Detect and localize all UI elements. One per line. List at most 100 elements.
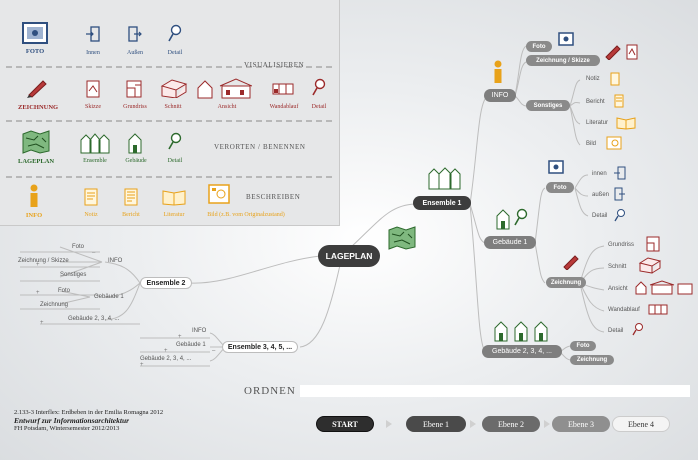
- step-ebene-2-button[interactable]: Ebene 2: [482, 416, 540, 432]
- leaf-e2-info[interactable]: INFO: [108, 258, 123, 264]
- legend-separator: [6, 176, 332, 178]
- leaf-e2-sonstiges[interactable]: Sonstiges: [60, 272, 87, 278]
- node-info-zeichnung-skizze[interactable]: Zeichnung / Skizze: [526, 55, 600, 66]
- section-cube-icon: [160, 79, 188, 98]
- step-ebene-1-button[interactable]: Ebene 1: [406, 416, 466, 432]
- node-ensemble-1[interactable]: Ensemble 1: [413, 196, 471, 210]
- open-book-icon: [616, 117, 636, 130]
- leaf-zeichnung-detail[interactable]: Detail: [608, 328, 624, 334]
- leaf-wandablauf[interactable]: Wandablauf: [608, 307, 640, 313]
- legend-verorten-heading: VERORTEN / BENENNEN: [214, 143, 306, 151]
- sketch-sheet-icon: [626, 44, 638, 60]
- credit-school: FH Potsdam, Wintersemester 2012/2013: [14, 425, 120, 432]
- magnifier-icon: [632, 323, 643, 336]
- node-ensemble-2[interactable]: Ensemble 2: [140, 277, 192, 289]
- node-gebaeude-2-3-4[interactable]: Gebäude 2, 3, 4, ...: [482, 345, 562, 358]
- floorplan-icon: [126, 80, 142, 98]
- step-ebene-3-button[interactable]: Ebene 3: [552, 416, 610, 432]
- photo-frame-icon: [22, 22, 48, 44]
- legend-ansicht-label: Ansicht: [217, 104, 237, 110]
- leaf-e2-zeichnung-skizze[interactable]: Zeichnung / Skizze: [18, 258, 69, 264]
- legend-literatur-label: Literatur: [163, 212, 185, 218]
- node-gebaeude-zeichnung[interactable]: Zeichnung: [546, 277, 586, 288]
- site-map-icon: [22, 130, 50, 154]
- enter-door-icon: [614, 166, 626, 180]
- node-gebaeude234-zeichnung[interactable]: Zeichnung: [570, 355, 614, 365]
- node-gebaeude-foto[interactable]: Foto: [546, 182, 574, 193]
- elevation-icon: [635, 280, 693, 295]
- node-info[interactable]: INFO: [484, 89, 516, 102]
- node-gebaeude234-foto[interactable]: Foto: [570, 341, 596, 351]
- credit-course: 2.133-3 Interflex: Erdbeben in der Emili…: [14, 409, 164, 416]
- photo-frame-icon: [548, 160, 564, 174]
- leaf-ansicht[interactable]: Ansicht: [608, 286, 628, 292]
- credit-title: Entwurf zur Informationsarchitektur: [14, 416, 130, 425]
- building-icon: [496, 209, 510, 230]
- leaf-aussen[interactable]: außen: [592, 192, 610, 198]
- leaf-e2-foto2[interactable]: Foto: [58, 288, 71, 294]
- magnifier-icon: [312, 78, 326, 96]
- leaf-grundriss[interactable]: Grundriss: [608, 242, 635, 248]
- legend-lageplan-label: LAGEPLAN: [18, 158, 55, 165]
- step-start-button[interactable]: START: [316, 416, 374, 432]
- legend-skizze-label: Skizze: [85, 104, 101, 110]
- leaf-e2-gebaeude234[interactable]: Gebäude 2, 3, 4, ...: [68, 316, 120, 322]
- legend-foto-label: FOTO: [25, 48, 45, 55]
- legend-beschreiben-heading: BESCHREIBEN: [246, 193, 301, 201]
- wall-unfold-icon: [272, 83, 294, 95]
- credits-block: 2.133-3 Interflex: Erdbeben in der Emili…: [14, 409, 163, 433]
- leaf-gebaeude-detail[interactable]: Detail: [592, 213, 608, 219]
- leaf-innen[interactable]: innen: [592, 171, 607, 177]
- leaf-e3-info[interactable]: INFO: [192, 328, 207, 334]
- leaf-e3-gebaeude1[interactable]: Gebäude 1: [176, 342, 206, 348]
- node-info-sonstiges[interactable]: Sonstiges: [526, 100, 570, 111]
- step-ebene-4-button[interactable]: Ebene 4: [612, 416, 670, 432]
- site-map-icon: [388, 226, 416, 250]
- center-node-lageplan[interactable]: LAGEPLAN: [318, 245, 380, 267]
- leaf-e2-zeichnung[interactable]: Zeichnung: [40, 302, 69, 308]
- leaf-notiz[interactable]: Notiz: [586, 76, 600, 82]
- legend-separator: [6, 66, 332, 68]
- node-ensemble-3-4-5[interactable]: Ensemble 3, 4, 5, ...: [222, 341, 298, 353]
- legend-detail1-label: Detail: [167, 50, 183, 56]
- leaf-bild[interactable]: Bild: [586, 141, 597, 147]
- legend-detail3-label: Detail: [167, 158, 183, 164]
- magnifier-icon: [168, 24, 182, 42]
- node-info-foto[interactable]: Foto: [526, 41, 552, 52]
- picture-icon: [208, 184, 230, 204]
- legend-wandablauf-label: Wandablauf: [269, 104, 299, 110]
- leaf-e3-gebaeude234[interactable]: Gebäude 2, 3, 4, ...: [140, 356, 192, 362]
- report-icon: [124, 188, 138, 206]
- enter-door-icon: [86, 26, 100, 42]
- legend-aussen-label: Außen: [127, 50, 143, 56]
- magnifier-icon: [514, 208, 528, 226]
- building-icon: [128, 133, 142, 154]
- legend-detail2-label: Detail: [311, 104, 327, 110]
- legend-gebaeude-label: Gebäude: [125, 158, 147, 164]
- legend-visualisieren-heading: VISUALISIEREN: [244, 61, 305, 69]
- buildings-row-icon: [494, 321, 548, 342]
- leaf-literatur[interactable]: Literatur: [586, 120, 609, 126]
- leaf-e2-foto[interactable]: Foto: [72, 244, 85, 250]
- info-i-icon: [30, 184, 38, 207]
- legend-bericht-label: Bericht: [122, 212, 140, 218]
- legend-info-label: INFO: [25, 212, 43, 219]
- elevation-icon: [197, 78, 252, 99]
- sketch-sheet-icon: [86, 80, 100, 98]
- floorplan-icon: [646, 236, 660, 252]
- leaf-bericht[interactable]: Bericht: [586, 99, 605, 105]
- ensemble-houses-icon: [428, 167, 461, 190]
- photo-frame-icon: [558, 32, 574, 46]
- pencil-icon: [563, 255, 579, 270]
- legend-notiz-label: Notiz: [84, 212, 98, 218]
- leaf-e2-gebaeude1[interactable]: Gebäude 1: [94, 294, 124, 300]
- report-icon: [614, 94, 624, 108]
- node-gebaeude-1[interactable]: Gebäude 1: [484, 236, 536, 249]
- step-arrow-icon: [470, 420, 476, 428]
- legend-innen-label: Innen: [86, 50, 100, 56]
- legend-bild-label: Bild (z.B. vom Originalzustand): [207, 212, 285, 218]
- ensemble-houses-icon: [80, 133, 110, 154]
- leaf-schnitt[interactable]: Schnitt: [608, 264, 627, 270]
